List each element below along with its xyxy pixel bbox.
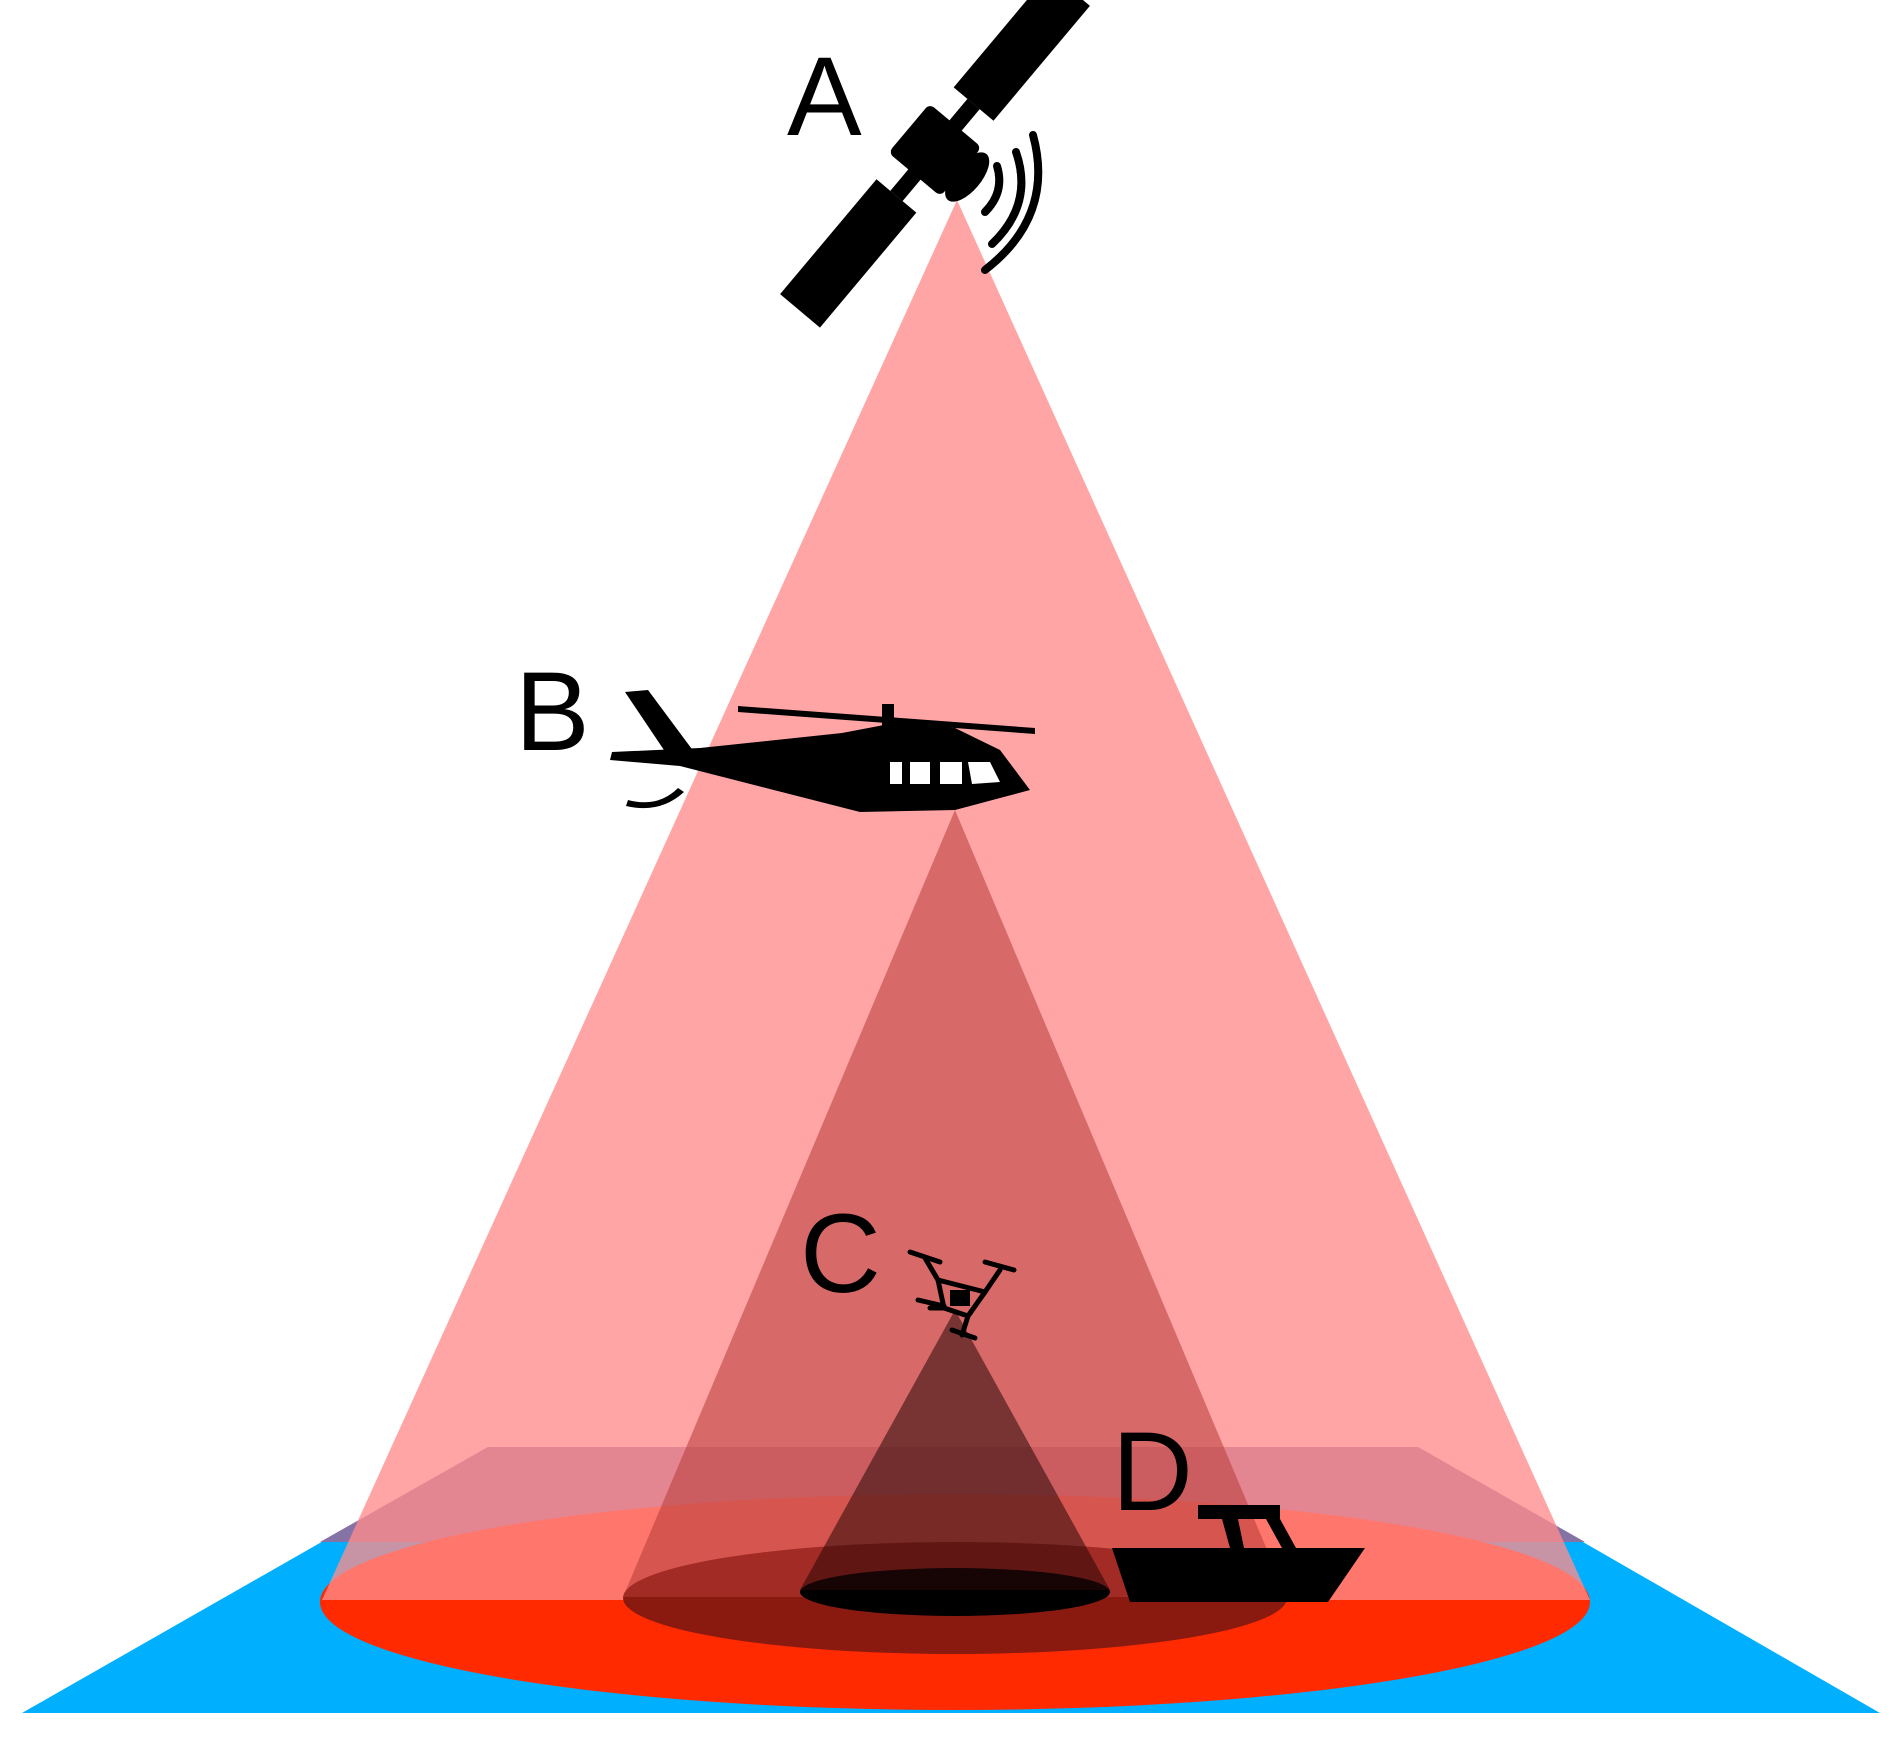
boat-icon — [1112, 1505, 1365, 1602]
drone-beam — [800, 1310, 1110, 1590]
satellite-label: A — [787, 34, 862, 159]
helicopter-label: B — [515, 649, 590, 774]
drone-icon — [907, 1249, 1017, 1341]
boat-label: D — [1112, 1409, 1193, 1534]
helicopter-icon — [610, 690, 1035, 812]
satellite-icon — [780, 0, 1090, 328]
drone-label: C — [800, 1191, 881, 1316]
helicopter-beam — [623, 810, 1287, 1597]
